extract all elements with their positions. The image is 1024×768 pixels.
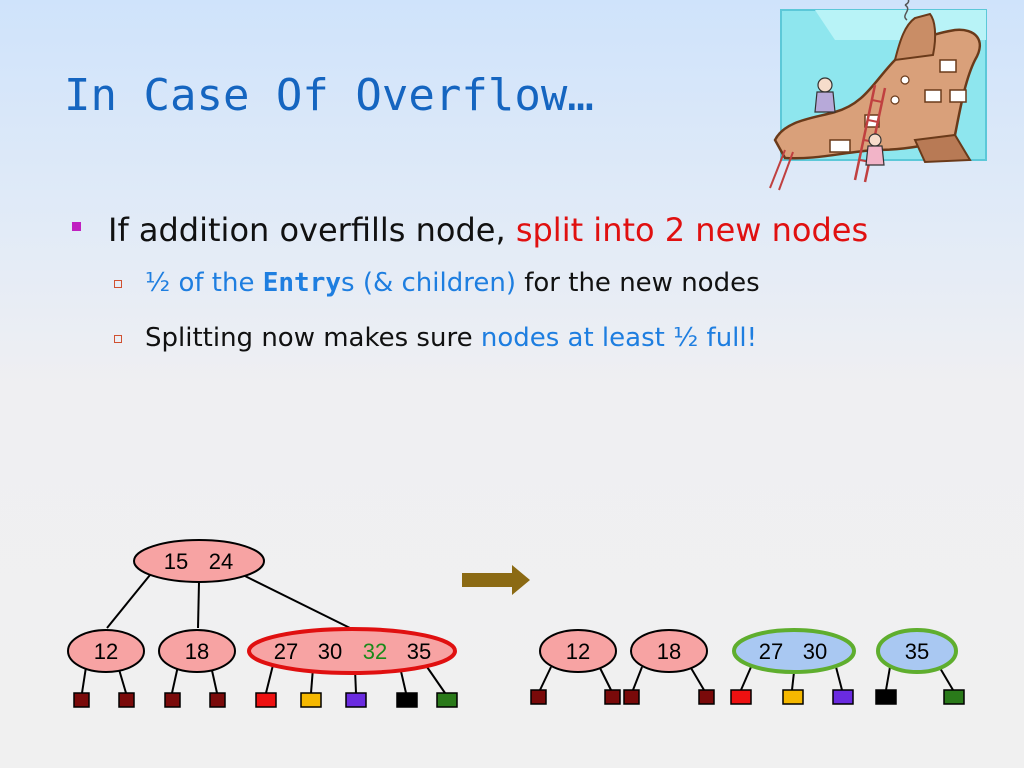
bullet-sub1-part1: ½ of the	[145, 268, 263, 298]
before-edges	[81, 574, 446, 694]
after-node-35-key: 35	[905, 639, 929, 664]
leaf	[875, 689, 897, 705]
bullet-main-highlight: split into 2 new nodes	[515, 211, 869, 249]
after-node-27-30-key-1: 27	[759, 639, 783, 664]
bullet-sub-2: Splitting now makes sure nodes at least …	[145, 323, 757, 353]
leaf	[782, 689, 804, 705]
node-12-key: 12	[94, 639, 118, 664]
leaf	[530, 689, 547, 705]
leaf	[698, 689, 715, 705]
leaf	[73, 692, 90, 708]
overflow-key-4: 35	[407, 639, 431, 664]
root-key-2: 24	[209, 549, 233, 574]
bullet-sub2-highlight: nodes at least ½ full!	[480, 323, 758, 353]
overflow-node	[247, 627, 457, 675]
leaf	[255, 692, 277, 708]
sub-bullet-marker	[114, 280, 122, 288]
bullet-sub2-text: Splitting now makes sure	[145, 323, 481, 353]
after-edges	[539, 666, 954, 691]
after-node-18-key: 18	[657, 639, 681, 664]
after-node-27-30	[732, 628, 856, 674]
leaf	[604, 689, 621, 705]
bullet-sub1-part3: for the new nodes	[515, 268, 760, 298]
leaf	[396, 692, 418, 708]
overflow-key-1: 27	[274, 639, 298, 664]
leaf	[436, 692, 458, 708]
leaf	[345, 692, 367, 708]
bullet-sub-1: ½ of the Entrys (& children) for the new…	[145, 268, 760, 298]
overflow-key-2: 30	[318, 639, 342, 664]
after-node-18	[630, 629, 708, 673]
after-node-12-key: 12	[566, 639, 590, 664]
slide-title: In Case Of Overflow…	[64, 70, 594, 121]
leaf	[623, 689, 640, 705]
bullet-sub1-part2: s (& children)	[341, 268, 516, 298]
bullet-marker	[72, 222, 81, 231]
leaf	[943, 689, 965, 705]
leaf	[209, 692, 226, 708]
after-node-12	[539, 629, 617, 673]
arrow-icon	[462, 565, 530, 595]
leaf	[118, 692, 135, 708]
bullet-main-text: If addition overfills node,	[108, 211, 516, 249]
leaf	[300, 692, 322, 708]
bullet-main: If addition overfills node, split into 2…	[108, 211, 868, 249]
sub-bullet-marker	[114, 335, 122, 343]
bullet-sub1-code: Entry	[262, 268, 342, 298]
leaf	[164, 692, 181, 708]
root-node	[133, 539, 265, 583]
leaf	[730, 689, 752, 705]
root-key-1: 15	[164, 549, 188, 574]
node-18-key: 18	[185, 639, 209, 664]
after-node-35	[876, 628, 958, 674]
after-node-27-30-key-2: 30	[803, 639, 827, 664]
leaf	[832, 689, 854, 705]
node-12	[67, 629, 145, 673]
node-18	[158, 629, 236, 673]
shoe-house-icon	[769, 0, 987, 191]
overflow-key-new: 32	[363, 639, 387, 664]
